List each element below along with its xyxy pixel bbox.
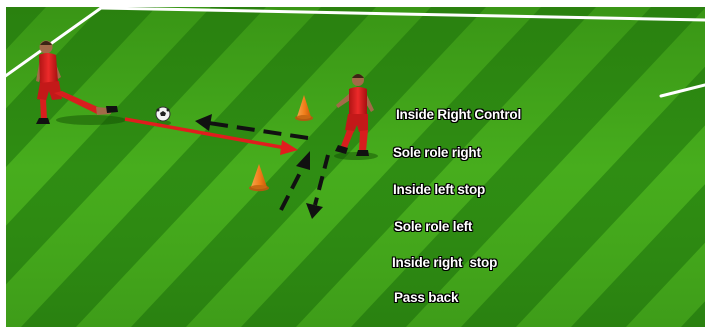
movement-arrow-icon [279, 151, 310, 211]
ball-icon [155, 106, 171, 122]
player-left-icon [36, 40, 118, 124]
movement-arrow-icon [195, 114, 309, 140]
player-right-icon [335, 74, 374, 156]
pitch-lines [6, 7, 705, 98]
grass-shading [6, 7, 705, 327]
cone-icon [249, 164, 269, 192]
cone-icon [295, 95, 313, 121]
movement-arrow-icon [306, 154, 330, 219]
pitch [6, 7, 705, 327]
pass-arrow-icon [124, 117, 298, 155]
pitch-drawing [6, 7, 705, 327]
